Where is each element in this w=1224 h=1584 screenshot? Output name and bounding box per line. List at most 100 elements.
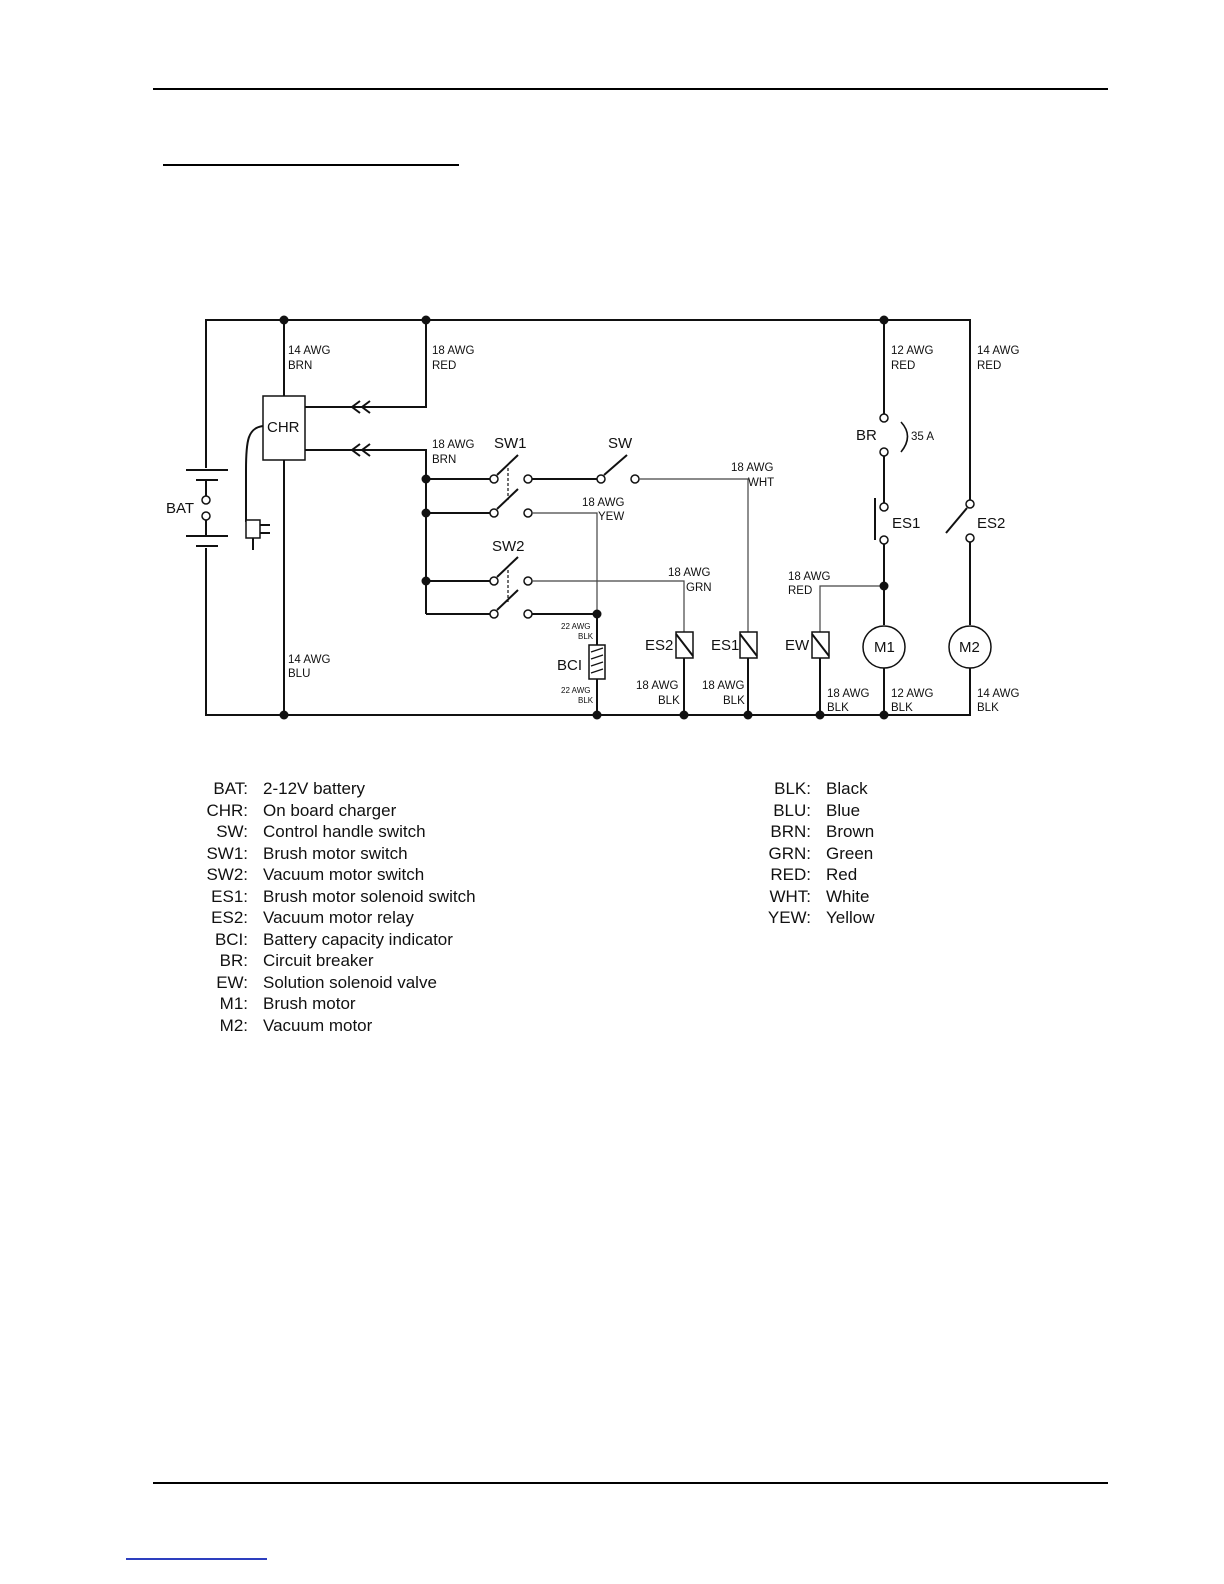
- component-legend-abbr: SW1:: [206, 843, 248, 863]
- component-legend-row: ES1: Brush motor solenoid switch: [190, 886, 476, 908]
- es2-coil-label: ES2: [645, 637, 673, 654]
- br-label: BR: [856, 427, 877, 444]
- svg-text:18 AWG: 18 AWG: [702, 680, 744, 692]
- component-legend-abbr: SW:: [216, 822, 248, 841]
- sw-label: SW: [608, 435, 633, 452]
- color-legend-abbr: YEW:: [767, 908, 811, 927]
- color-legend-row: WHT: White: [750, 886, 875, 908]
- svg-text:18 AWG: 18 AWG: [582, 497, 624, 509]
- sw-switch-symbol: [596, 454, 640, 484]
- svg-text:14 AWG: 14 AWG: [977, 345, 1019, 357]
- svg-text:12 AWG: 12 AWG: [891, 345, 933, 357]
- color-legend-abbr: BLK:: [774, 779, 811, 798]
- wire-label-18awg-blk-es1: 18 AWG BLK: [702, 680, 745, 707]
- m2-label: M2: [959, 639, 980, 656]
- component-legend-desc: Brush motor: [263, 994, 356, 1013]
- color-legend-row: BLU: Blue: [750, 800, 875, 822]
- component-legend-desc: Solution solenoid valve: [263, 972, 437, 992]
- es2-contact-symbol: [945, 499, 975, 543]
- component-legend-abbr: BCI:: [214, 929, 248, 949]
- component-legend-row: BR: Circuit breaker: [190, 950, 476, 972]
- color-legend-desc: Brown: [826, 822, 875, 841]
- sw2-switch-symbol: [489, 556, 533, 619]
- circuit-breaker-symbol: [879, 413, 909, 457]
- component-legend-desc: 2-12V battery: [263, 779, 366, 798]
- component-legend-desc: Vacuum motor switch: [263, 865, 425, 884]
- svg-text:BLK: BLK: [827, 702, 849, 714]
- component-legend-row: BCI:Battery capacity indicator: [190, 929, 476, 951]
- negative-rail: [205, 548, 971, 716]
- charger-plug-icon: [245, 425, 270, 550]
- component-legend-abbr: EW:: [216, 972, 248, 992]
- component-legend-row: EW: Solution solenoid valve: [190, 972, 476, 994]
- color-legend-abbr: BLU:: [773, 800, 811, 820]
- svg-text:BRN: BRN: [432, 454, 456, 466]
- junction-dots: [279, 315, 889, 720]
- es1-contact-label: ES1: [892, 515, 920, 532]
- wire-label-18awg-blk-es2: 18 AWG BLK: [636, 680, 680, 707]
- color-legend-row: GRN:Green: [750, 843, 875, 865]
- header-rule: [153, 88, 1108, 90]
- connector-chevrons-top: [350, 400, 371, 414]
- svg-text:RED: RED: [432, 360, 456, 372]
- color-legend-abbr: WHT:: [769, 886, 811, 906]
- color-legend-row: BRN:Brown: [750, 821, 875, 843]
- m2-motor-symbol: [948, 625, 992, 669]
- svg-text:RED: RED: [788, 585, 812, 597]
- charger-box: [262, 395, 306, 461]
- component-legend-row: ES2:Vacuum motor relay: [190, 907, 476, 929]
- ew-label: EW: [785, 637, 810, 654]
- svg-text:RED: RED: [891, 360, 915, 372]
- sw1-label: SW1: [494, 435, 527, 452]
- wiring-diagram: BAT CHR SW1 SW: [166, 315, 1019, 720]
- svg-text:BLK: BLK: [723, 695, 745, 707]
- m1-label: M1: [874, 639, 895, 656]
- component-legend-abbr: CHR:: [206, 800, 248, 820]
- svg-text:BLU: BLU: [288, 668, 310, 680]
- svg-text:18 AWG: 18 AWG: [636, 680, 678, 692]
- component-legend-row: M2:Vacuum motor: [190, 1015, 476, 1037]
- component-legend-desc: Brush motor solenoid switch: [263, 886, 476, 906]
- svg-text:BLK: BLK: [578, 632, 594, 641]
- color-legend-desc: Blue: [826, 800, 861, 820]
- bci-label: BCI: [557, 657, 582, 674]
- wire-label-18awg-red-ew: 18 AWG RED: [788, 571, 830, 597]
- es2-contact-label: ES2: [977, 515, 1005, 532]
- sw1-switch-symbol: [489, 454, 533, 518]
- svg-text:YEW: YEW: [598, 511, 624, 523]
- color-legend-desc: White: [826, 886, 870, 906]
- br-rating: 35 A: [911, 431, 934, 443]
- component-legend-desc: Brush motor switch: [263, 843, 408, 863]
- color-legend-row: BLK:Black: [750, 778, 875, 800]
- component-legend-abbr: ES1:: [211, 886, 248, 906]
- svg-text:18 AWG: 18 AWG: [788, 571, 830, 583]
- component-legend-desc: Vacuum motor relay: [263, 908, 414, 927]
- es1-coil-label: ES1: [711, 637, 739, 654]
- svg-text:BLK: BLK: [891, 702, 913, 714]
- es1-contact-symbol: [874, 498, 889, 545]
- component-legend-abbr: SW2:: [206, 865, 248, 884]
- svg-text:BLK: BLK: [658, 695, 680, 707]
- component-legend-desc: On board charger: [263, 800, 397, 820]
- component-legend-abbr: M1:: [219, 994, 248, 1013]
- color-legend-row: YEW:Yellow: [750, 907, 875, 929]
- chr-label: CHR: [267, 419, 300, 436]
- svg-text:BLK: BLK: [578, 696, 594, 705]
- connector-chevrons-bottom: [350, 443, 371, 457]
- component-legend-desc: Vacuum motor: [263, 1015, 373, 1035]
- svg-text:BLK: BLK: [977, 702, 999, 714]
- bat-label: BAT: [166, 500, 194, 517]
- component-legend-abbr: BR:: [219, 951, 248, 970]
- component-legend-row: CHR: On board charger: [190, 800, 476, 822]
- color-legend-desc: Green: [826, 843, 874, 863]
- battery-symbol: [186, 469, 228, 547]
- component-legend-desc: Circuit breaker: [263, 951, 374, 970]
